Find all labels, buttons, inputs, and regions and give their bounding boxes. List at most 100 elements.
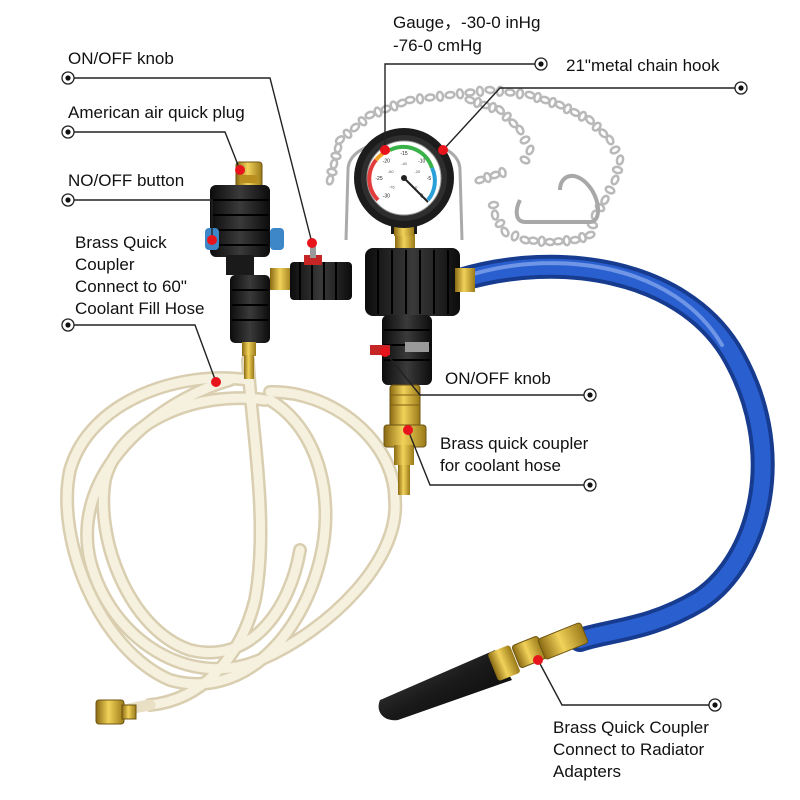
chain-link	[494, 218, 506, 229]
fill-hose-brass-end	[95, 699, 137, 725]
chain-link	[501, 111, 512, 122]
gauge-inner-tick-label: 0	[415, 185, 418, 190]
marker-air-plug	[235, 165, 245, 175]
target-markers	[61, 57, 748, 712]
s-hook	[514, 174, 600, 224]
label-brass-fill-hose-l1: Brass Quick	[75, 233, 167, 252]
chain-link	[500, 226, 510, 238]
marker-chain	[438, 145, 448, 155]
gauge-inner-tick-label: -40	[401, 161, 408, 166]
chain-link	[537, 235, 546, 248]
radiator-cone-adapter	[378, 622, 589, 721]
leader-lines	[68, 63, 740, 706]
gauge-tick-label: -15	[400, 151, 407, 157]
marker-nooff-button	[207, 235, 217, 245]
label-onoff-knob-top: ON/OFF knob	[68, 49, 174, 68]
label-brass-coolant-l1: Brass quick coupler	[440, 434, 589, 453]
gauge-tick-label: -30	[383, 194, 390, 200]
chain-link	[504, 88, 516, 97]
label-air-quick-plug: American air quick plug	[68, 103, 245, 122]
leader-gauge	[384, 63, 540, 150]
chain-link	[569, 235, 581, 245]
gauge-tick-label: -20	[383, 158, 390, 164]
chain-link	[604, 185, 616, 195]
leader-onoff-mid	[384, 351, 590, 396]
chain-link	[464, 88, 476, 97]
chain-link	[329, 158, 339, 170]
chain-link	[494, 104, 506, 116]
leader-nooff-button	[68, 199, 213, 240]
chain-link	[510, 230, 520, 242]
chain-link	[584, 114, 596, 126]
marker-onoff-top	[307, 238, 317, 248]
chain-link	[484, 85, 496, 95]
chain-link	[609, 145, 621, 155]
label-gauge-line1: Gauge，-30-0 inHg	[393, 13, 541, 32]
gauge-inner-tick-label: -60	[388, 169, 395, 174]
leader-fill-hose	[68, 324, 217, 383]
chain-link	[611, 165, 624, 175]
chain-link	[334, 135, 346, 145]
chain-link	[615, 154, 625, 166]
chain-link	[562, 234, 571, 247]
middle-valve	[290, 240, 352, 300]
chain-link	[498, 166, 507, 179]
chain-link	[455, 88, 465, 100]
marker-fill-hose	[211, 377, 221, 387]
label-brass-radiator-l3: Adapters	[553, 762, 622, 781]
label-chain-hook: 21"metal chain hook	[566, 56, 720, 75]
label-brass-coolant: Brass quick coupler for coolant hose	[440, 433, 588, 477]
chain-link	[610, 174, 620, 186]
gauge-tick-label: -5	[427, 176, 432, 182]
gauge-tick-label: -25	[375, 176, 382, 182]
gauge-needle	[403, 177, 429, 203]
chain-link	[357, 116, 368, 127]
label-gauge-line2: -76-0 cmHg	[393, 36, 482, 55]
chain-link	[404, 95, 416, 105]
gauge-tick-label: 0	[420, 194, 423, 200]
chain-link	[525, 144, 535, 156]
marker-radiator	[533, 655, 543, 665]
leader-onoff-top	[68, 77, 313, 244]
label-brass-fill-hose-l2: Coupler	[75, 255, 135, 274]
label-brass-radiator-l1: Brass Quick Coupler	[553, 718, 709, 737]
red-markers	[207, 145, 543, 665]
chain-link	[444, 90, 456, 100]
label-brass-fill-hose-l3: Connect to 60"	[75, 277, 187, 296]
left-manifold	[205, 161, 292, 379]
chain-link	[605, 134, 615, 146]
gauge-tick-label: -10	[418, 158, 425, 164]
label-brass-radiator-l2: Connect to Radiator	[553, 740, 705, 759]
chain-link	[475, 85, 485, 98]
chain-link	[515, 124, 525, 136]
label-nooff-button: NO/OFF button	[68, 171, 185, 190]
chain-link	[487, 200, 500, 210]
chain-link	[490, 209, 500, 221]
chain-link	[342, 128, 353, 139]
chain-link	[424, 93, 436, 102]
chain-link	[415, 93, 425, 105]
chain-link	[349, 122, 361, 133]
leader-radiator	[537, 659, 715, 706]
leader-chain-hook	[442, 87, 740, 151]
chain-link	[544, 237, 556, 247]
gauge-inner-tick-label: -20	[414, 169, 421, 174]
chain-link	[519, 135, 531, 145]
clear-fill-hose	[60, 353, 403, 718]
label-onoff-knob-mid: ON/OFF knob	[445, 369, 551, 388]
gauge-inner-tick-label: -76	[389, 185, 396, 190]
chain-link	[435, 90, 445, 103]
marker-gauge	[380, 145, 390, 155]
leader-coolant	[407, 429, 590, 486]
chain-link	[515, 88, 525, 100]
label-brass-coolant-l2: for coolant hose	[440, 456, 561, 475]
leader-air-plug	[68, 131, 241, 171]
blue-hose	[448, 254, 775, 652]
center-brass-coupler	[383, 384, 427, 495]
metal-chain	[325, 85, 625, 248]
chain-link	[519, 235, 531, 245]
label-brass-fill-hose: Brass Quick Coupler Connect to 60" Coola…	[75, 232, 204, 320]
chain-link	[591, 121, 602, 132]
chain-link	[519, 155, 531, 165]
